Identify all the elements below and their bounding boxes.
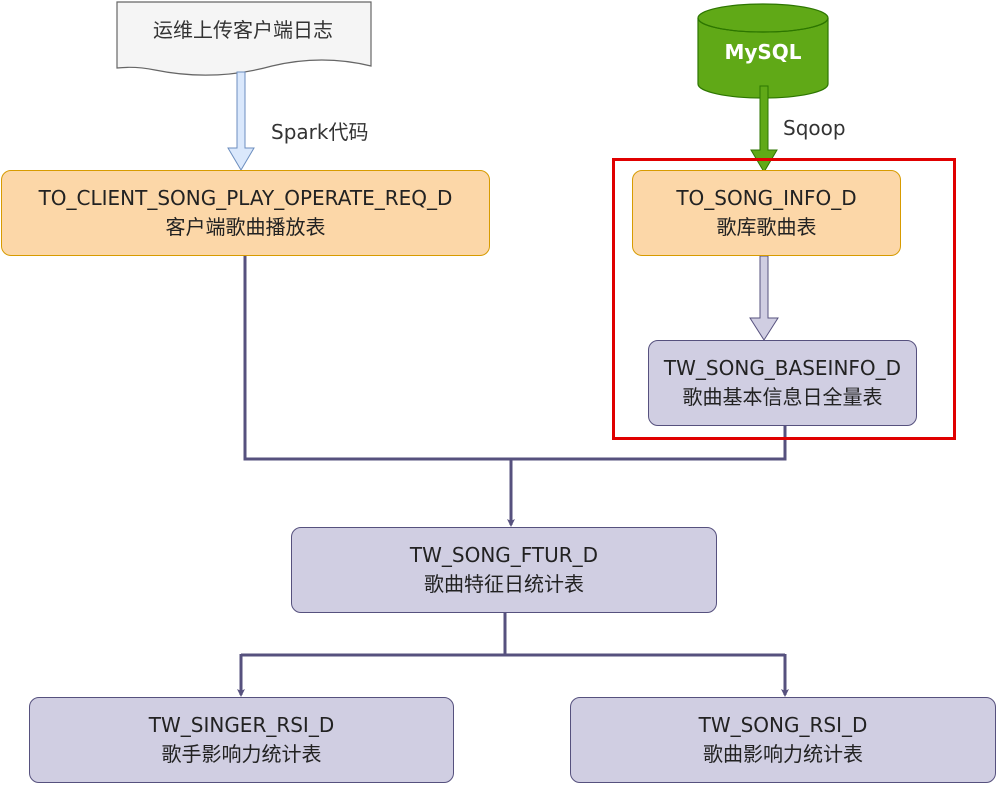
node-name: 歌手影响力统计表: [161, 742, 322, 766]
node-song-rsi[interactable]: TW_SONG_RSI_D 歌曲影响力统计表: [570, 697, 996, 783]
node-name: 歌曲影响力统计表: [703, 742, 863, 766]
node-code: TW_SONG_RSI_D: [698, 713, 868, 737]
node-code: TO_SONG_INFO_D: [676, 186, 857, 210]
client-play-to-ftur-connector: [243, 256, 511, 461]
log-upload-label: 运维上传客户端日志: [153, 17, 333, 42]
spark-code-label: Spark代码: [271, 120, 369, 144]
node-name: 歌曲特征日统计表: [424, 572, 584, 596]
sqoop-arrow: [750, 85, 778, 173]
sqoop-label: Sqoop: [783, 116, 846, 140]
node-song-ftur[interactable]: TW_SONG_FTUR_D 歌曲特征日统计表: [291, 527, 717, 613]
mysql-label: MySQL: [724, 40, 802, 64]
node-client-song-play[interactable]: TO_CLIENT_SONG_PLAY_OPERATE_REQ_D 客户端歌曲播…: [1, 170, 490, 256]
node-code: TW_SONG_FTUR_D: [409, 543, 599, 567]
node-singer-rsi[interactable]: TW_SINGER_RSI_D 歌手影响力统计表: [29, 697, 454, 783]
node-name: 歌曲基本信息日全量表: [682, 385, 883, 409]
node-name: 客户端歌曲播放表: [165, 215, 326, 239]
node-code: TW_SONG_BASEINFO_D: [663, 356, 902, 380]
node-name: 歌库歌曲表: [716, 215, 817, 239]
node-song-baseinfo[interactable]: TW_SONG_BASEINFO_D 歌曲基本信息日全量表: [648, 340, 917, 426]
song-info-to-baseinfo-arrow: [749, 255, 779, 341]
highlight-frame: [612, 158, 956, 440]
mysql-database-icon: [697, 3, 829, 99]
node-code: TW_SINGER_RSI_D: [148, 713, 335, 737]
node-code: TO_CLIENT_SONG_PLAY_OPERATE_REQ_D: [38, 186, 453, 210]
log-document-shape: [116, 1, 372, 76]
node-song-info[interactable]: TO_SONG_INFO_D 歌库歌曲表: [632, 170, 901, 256]
spark-arrow: [227, 71, 255, 171]
